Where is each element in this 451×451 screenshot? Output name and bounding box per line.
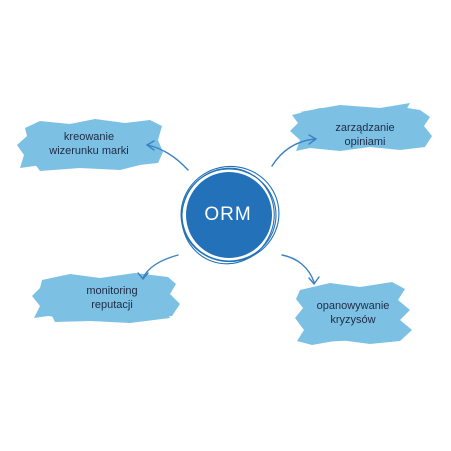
branch-label-line: monitoring [86,285,138,297]
branch-label-monitoring: monitoring reputacji [42,284,182,312]
center-label: ORM [204,204,252,225]
branch-label-line: opanowywanie [316,300,390,312]
arrowhead-monitoring [137,272,149,281]
arrowhead-zarzadzanie [308,134,318,145]
branch-label-line: zarządzanie [335,122,395,134]
arrow-to-zarzadzanie [271,138,316,167]
brush-opanowywanie [295,282,412,345]
branch-label-line: kreowanie [63,131,115,143]
branch-label-line: opiniami [344,136,386,148]
branch-label-line: wizerunku marki [49,145,129,157]
branch-label-opanowywanie: opanowywanie kryzysów [298,299,408,327]
branch-label-kreowanie: kreowanie wizerunku marki [14,130,164,158]
branch-label-zarzadzanie: zarządzanie opiniami [300,121,430,149]
brush-zarzadzanie [290,103,432,151]
branch-label-line: reputacji [91,299,133,311]
center-node [180,165,280,265]
arrowhead-opanowywanie [308,276,320,286]
brush-monitoring [32,273,180,323]
arrow-to-kreowanie [147,144,189,171]
branch-label-line: kryzysów [330,314,376,326]
arrowhead-kreowanie [145,140,155,151]
brush-kreowanie [17,119,163,171]
arrow-to-monitoring [142,254,179,279]
arrow-to-opanowywanie [281,254,315,283]
